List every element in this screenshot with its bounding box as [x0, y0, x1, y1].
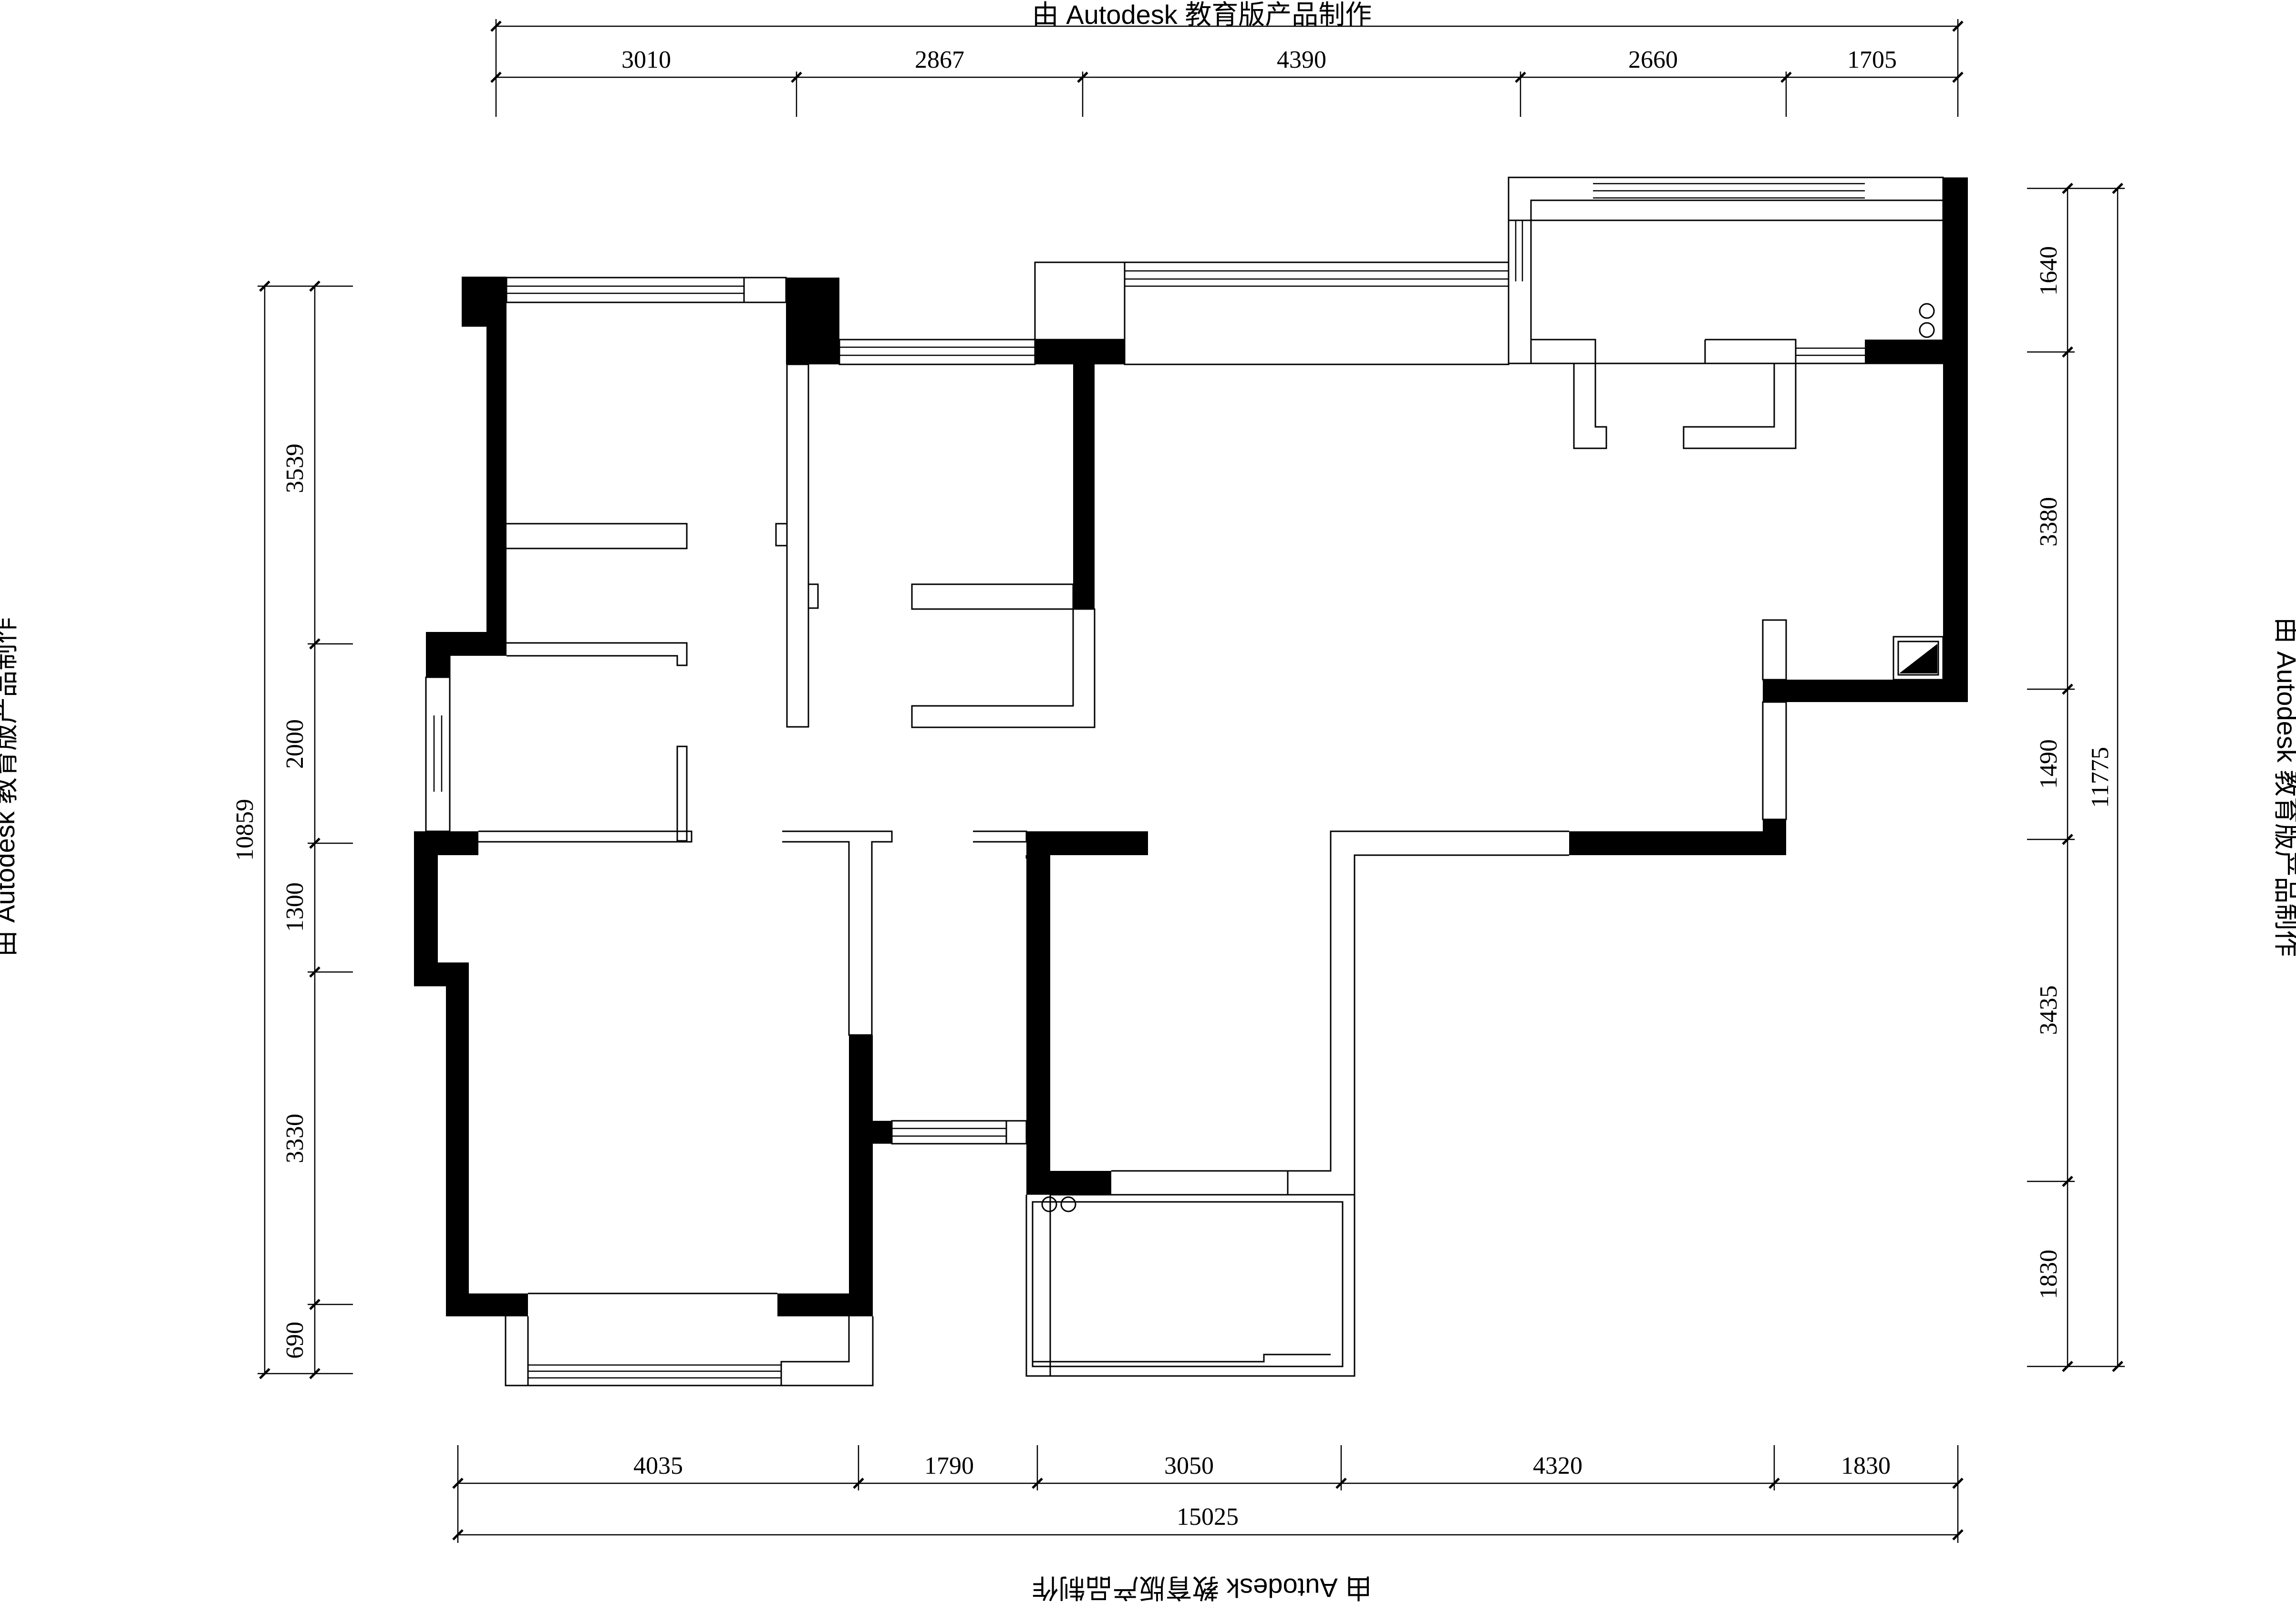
dim-right-total: 11775: [2087, 747, 2114, 808]
dim-top-5: 1705: [1847, 46, 1897, 73]
dim-left-3: 1300: [281, 882, 309, 932]
dimension-left: 3539 2000 1300 3330 690 10859: [231, 280, 353, 1379]
dim-bottom-4: 4320: [1533, 1452, 1582, 1479]
dim-right-3: 1490: [2035, 739, 2062, 789]
dimension-bottom: 4035 1790 3050 4320 1830 15025: [452, 1445, 1964, 1543]
dim-left-1: 3539: [281, 444, 309, 493]
dim-left-2: 2000: [281, 719, 309, 769]
dim-right-1: 1640: [2035, 246, 2062, 296]
watermark-bottom: 由 Autodesk 教育版产品制作: [1032, 1573, 1372, 1603]
dim-bottom-3: 3050: [1164, 1452, 1214, 1479]
dimension-top: 3010 2867 4390 2660 1705: [490, 19, 1964, 117]
watermark-left: 由 Autodesk 教育版产品制作: [0, 617, 20, 957]
dim-bottom-5: 1830: [1841, 1452, 1891, 1479]
dim-top-4: 2660: [1628, 46, 1678, 73]
dim-left-total: 10859: [231, 799, 259, 861]
structural-walls: [414, 177, 1968, 1316]
dim-top-2: 2867: [915, 46, 964, 73]
dim-bottom-total: 15025: [1177, 1503, 1239, 1531]
dim-right-4: 3435: [2035, 985, 2062, 1035]
dim-top-3: 4390: [1277, 46, 1326, 73]
dimension-right: 1640 3380 1490 3435 1830 11775: [2027, 183, 2125, 1372]
partition-lines: [425, 176, 1944, 1386]
watermark-right: 由 Autodesk 教育版产品制作: [2272, 617, 2296, 957]
dim-bottom-1: 4035: [633, 1452, 683, 1479]
dim-right-2: 3380: [2035, 497, 2062, 547]
dim-top-1: 3010: [621, 46, 671, 73]
dim-left-5: 690: [281, 1322, 309, 1359]
dim-left-4: 3330: [281, 1114, 309, 1163]
watermark-top: 由 Autodesk 教育版产品制作: [1032, 0, 1372, 30]
dim-bottom-2: 1790: [924, 1452, 974, 1479]
dim-right-5: 1830: [2035, 1250, 2062, 1299]
